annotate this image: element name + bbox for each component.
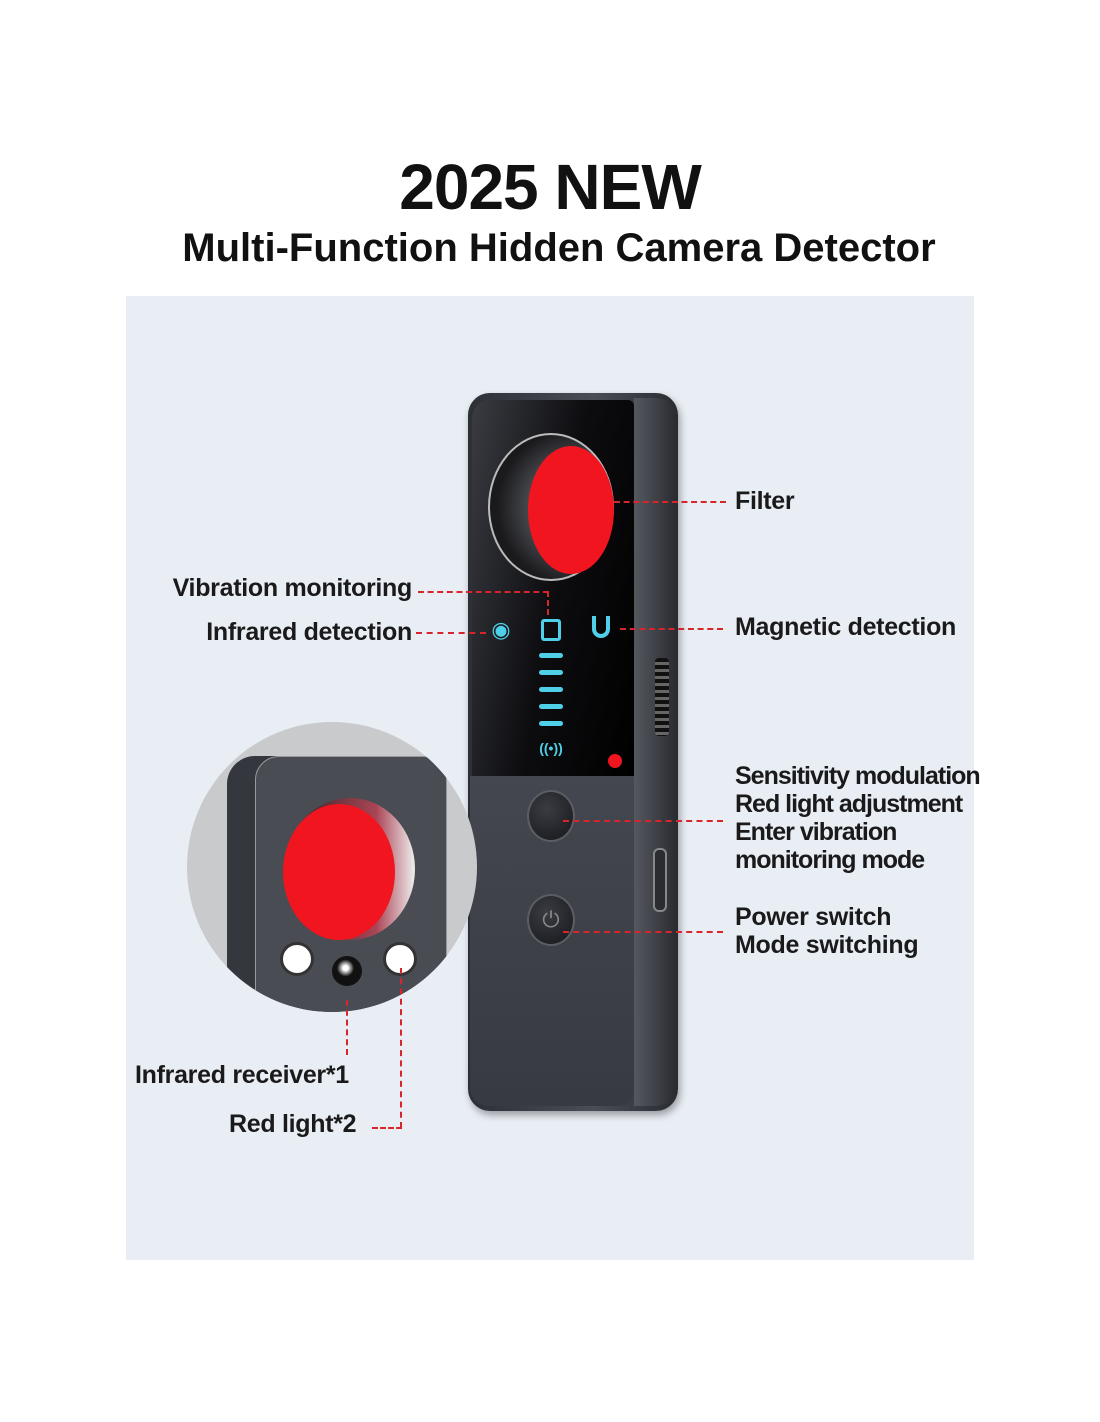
button2-label-1: Power switch <box>735 903 892 931</box>
status-led <box>608 754 622 768</box>
signal-bar <box>539 704 563 709</box>
vibration-label: Vibration monitoring <box>172 574 413 602</box>
infrared-label: Infrared detection <box>206 618 412 646</box>
power-icon: ⏻ <box>542 907 560 932</box>
button2-leader-line <box>563 931 723 933</box>
vibration-icon <box>541 619 561 641</box>
button1-label-4: monitoring mode <box>735 846 925 874</box>
signal-bar <box>539 670 563 675</box>
magnet-icon <box>592 616 610 638</box>
inset-closeup <box>187 722 477 1012</box>
page-subtitle: Multi-Function Hidden Camera Detector <box>182 226 936 270</box>
signal-bar <box>539 721 563 726</box>
device-side-edge <box>634 398 676 1106</box>
signal-bar <box>539 653 563 658</box>
filter-leader-line <box>614 501 726 503</box>
redlight-leader-line <box>372 1127 402 1129</box>
button1-leader-line <box>563 820 723 822</box>
page-title: 2025 NEW <box>399 151 701 223</box>
usb-port <box>653 848 667 912</box>
red-light-led <box>280 942 314 976</box>
button2-label-2: Mode switching <box>735 931 919 959</box>
magnetic-leader-line <box>620 628 723 630</box>
redlight-leader-line <box>400 968 402 1128</box>
wireless-signal-icon: ((•)) <box>539 740 563 756</box>
button1-label-3: Enter vibration <box>735 818 897 846</box>
filter-label: Filter <box>735 487 795 515</box>
magnetic-label: Magnetic detection <box>735 613 957 641</box>
vibration-leader-line <box>418 591 549 593</box>
button1-label-2: Red light adjustment <box>735 790 963 818</box>
webcam-icon: ◉ <box>491 617 511 642</box>
sensitivity-wheel[interactable] <box>655 658 669 736</box>
infrared-leader-line <box>416 632 486 634</box>
receiver-label: Infrared receiver*1 <box>135 1061 349 1089</box>
function-button[interactable] <box>527 790 575 842</box>
button1-label-1: Sensitivity modulation <box>735 762 981 790</box>
power-button[interactable]: ⏻ <box>527 894 575 946</box>
filter-lens <box>528 446 614 574</box>
inset-lens <box>283 804 395 940</box>
vibration-leader-line <box>547 591 549 615</box>
infrared-receiver <box>332 956 362 986</box>
redlight-label: Red light*2 <box>229 1110 357 1138</box>
receiver-leader-line <box>346 1000 348 1055</box>
signal-bar <box>539 687 563 692</box>
